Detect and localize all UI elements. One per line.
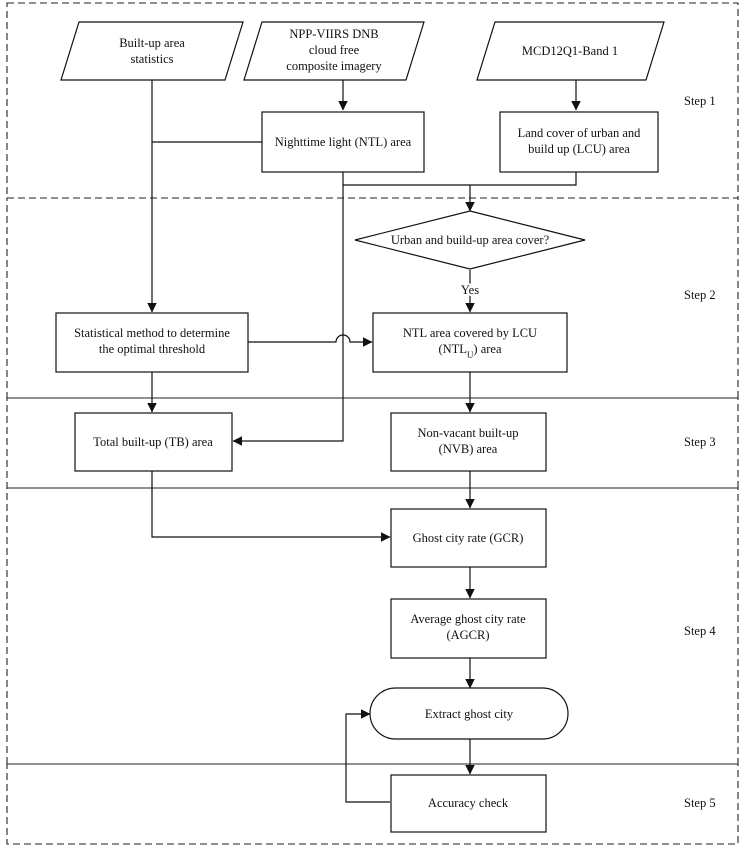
statistical-method-line-2: the optimal threshold <box>99 342 206 356</box>
yes-label: Yes <box>461 283 479 297</box>
extract-ghost-city-label: Extract ghost city <box>425 707 514 721</box>
statistical-method-line-1: Statistical method to determine <box>74 326 230 340</box>
step-3-label: Step 3 <box>684 435 716 449</box>
node-urban-cover-decision <box>354 210 586 270</box>
ntl-lcu-line-1: NTL area covered by LCU <box>403 326 537 340</box>
total-builtup-label: Total built-up (TB) area <box>93 435 213 449</box>
builtup-stats-line-1: Built-up area <box>119 36 185 50</box>
node-ghost-city-rate <box>390 508 547 568</box>
step-4-label: Step 4 <box>684 624 716 638</box>
nodes <box>55 21 665 833</box>
average-gcr-line-1: Average ghost city rate <box>410 612 526 626</box>
lcu-area-line-2: build up (LCU) area <box>528 142 630 156</box>
node-ntl-area <box>261 111 425 173</box>
edges <box>147 80 581 803</box>
urban-cover-decision-label: Urban and build-up area cover? <box>391 233 550 247</box>
node-lcu-area <box>499 111 659 173</box>
node-statistical-method <box>55 312 249 373</box>
step-2-panel <box>6 197 739 399</box>
ntl-lcu-line-2: (NTLU) area <box>438 342 502 360</box>
node-extract-ghost-city <box>369 687 569 740</box>
ghost-city-rate-label: Ghost city rate (GCR) <box>413 531 524 545</box>
ntl-lcu-subscript: U <box>467 350 474 360</box>
mcd12q1-label: MCD12Q1-Band 1 <box>522 44 618 58</box>
step-1-label: Step 1 <box>684 94 716 108</box>
ntl-lcu-prefix: (NTL <box>438 342 466 356</box>
step-2-label: Step 2 <box>684 288 716 302</box>
average-gcr-line-2: (AGCR) <box>446 628 489 642</box>
nonvacant-builtup-line-1: Non-vacant built-up <box>417 426 518 440</box>
edge-ntl-to-join <box>342 172 470 186</box>
node-mcd12q1 <box>476 21 665 81</box>
step-panels <box>6 2 739 845</box>
npp-viirs-line-2: cloud free <box>309 43 360 57</box>
node-labels: Built-up area statistics NPP-VIIRS DNB c… <box>74 27 641 810</box>
nonvacant-builtup-line-2: (NVB) area <box>439 442 498 456</box>
edge-tb-to-gcr <box>151 471 391 542</box>
step-3-panel <box>6 397 739 489</box>
edge-lcu-to-join <box>470 172 577 186</box>
npp-viirs-line-1: NPP-VIIRS DNB <box>289 27 378 41</box>
node-builtup-stats <box>60 21 244 81</box>
step-4-panel <box>6 487 739 765</box>
edge-accuracy-loop <box>345 709 390 803</box>
node-accuracy-check <box>390 774 547 833</box>
edge-ntl-to-tb <box>232 185 344 446</box>
node-total-builtup <box>74 412 233 472</box>
ntl-area-label: Nighttime light (NTL) area <box>275 135 412 149</box>
step-5-panel <box>6 763 739 845</box>
step-labels: Step 1 Step 2 Step 3 Step 4 Step 5 <box>684 94 716 810</box>
node-nonvacant-builtup <box>390 412 547 472</box>
builtup-stats-line-2: statistics <box>130 52 173 66</box>
node-npp-viirs <box>243 21 425 81</box>
npp-viirs-line-3: composite imagery <box>286 59 382 73</box>
ntl-lcu-suffix: ) area <box>473 342 502 356</box>
accuracy-check-label: Accuracy check <box>428 796 509 810</box>
lcu-area-line-1: Land cover of urban and <box>518 126 642 140</box>
node-ntl-lcu <box>372 312 568 373</box>
step-5-label: Step 5 <box>684 796 716 810</box>
edge-method-to-ntlu <box>248 334 373 347</box>
node-average-gcr <box>390 598 547 659</box>
